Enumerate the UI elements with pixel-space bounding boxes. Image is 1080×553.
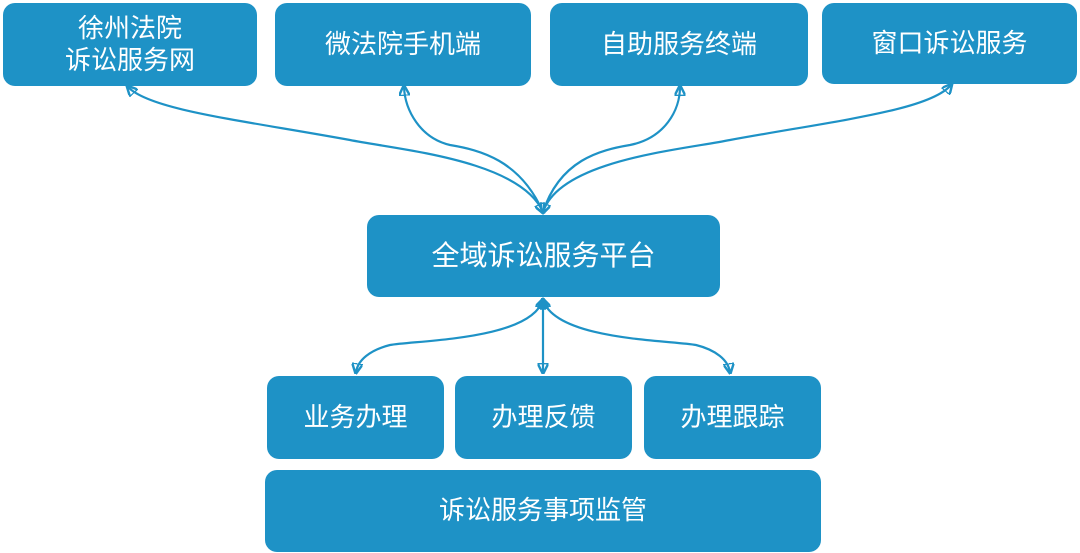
channel-box-court-website: 徐州法院 诉讼服务网 bbox=[3, 3, 257, 86]
arrow-platform-to-channel-1 bbox=[128, 87, 543, 212]
arrow-platform-to-function-1 bbox=[356, 300, 543, 372]
arrow-platform-to-channel-4 bbox=[543, 85, 951, 212]
function-box-handling-tracking: 办理跟踪 bbox=[644, 376, 821, 459]
channel-box-mobile-court: 微法院手机端 bbox=[275, 3, 531, 86]
channel-box-self-service-terminal: 自助服务终端 bbox=[550, 3, 808, 86]
function-box-business-handling: 业务办理 bbox=[267, 376, 444, 459]
channel-label-line: 诉讼服务网 bbox=[64, 45, 195, 76]
function-label: 业务办理 bbox=[303, 402, 408, 433]
function-label: 办理反馈 bbox=[491, 402, 596, 433]
channel-box-window-service: 窗口诉讼服务 bbox=[822, 3, 1077, 84]
channel-label: 自助服务终端 bbox=[600, 29, 757, 60]
channel-label: 微法院手机端 bbox=[324, 29, 481, 60]
arrow-platform-to-channel-3 bbox=[543, 87, 680, 212]
channel-label-line: 徐州法院 bbox=[77, 13, 182, 44]
function-label: 办理跟踪 bbox=[680, 402, 785, 433]
channel-label: 窗口诉讼服务 bbox=[871, 28, 1028, 59]
supervision-label: 诉讼服务事项监管 bbox=[438, 496, 647, 526]
function-box-handling-feedback: 办理反馈 bbox=[455, 376, 632, 459]
platform-box: 全域诉讼服务平台 bbox=[367, 215, 720, 297]
supervision-box: 诉讼服务事项监管 bbox=[265, 470, 821, 552]
arrow-platform-to-channel-2 bbox=[404, 87, 543, 212]
arrow-platform-to-function-3 bbox=[543, 300, 730, 372]
platform-label: 全域诉讼服务平台 bbox=[431, 239, 656, 272]
